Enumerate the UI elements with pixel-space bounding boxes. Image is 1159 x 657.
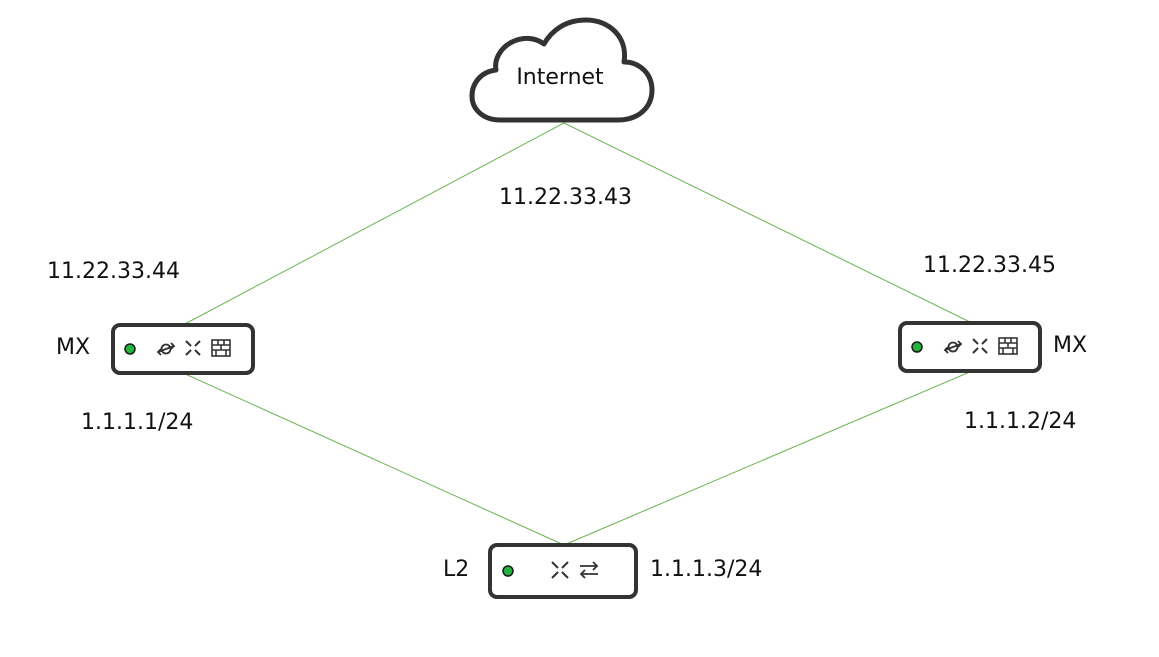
cloud-icon — [469, 17, 655, 123]
firewall-icon — [998, 337, 1018, 355]
link-mx-left-l2 — [182, 372, 565, 546]
firewall-icon — [211, 339, 231, 357]
ports-icon — [579, 561, 599, 579]
network-links — [182, 122, 973, 546]
status-led — [502, 565, 514, 577]
l2-name-label: L2 — [443, 557, 470, 582]
device-box — [898, 321, 1042, 373]
mx-right-lan-ip-label: 1.1.1.2/24 — [964, 409, 1077, 434]
internet-ip-label: 11.22.33.43 — [499, 185, 632, 210]
l2-device[interactable] — [488, 543, 638, 599]
vpn-icon — [156, 342, 176, 356]
mx-left-wan-ip-label: 11.22.33.44 — [47, 259, 180, 284]
switch-icon — [972, 338, 988, 354]
mx-right-wan-ip-label: 11.22.33.45 — [923, 253, 1056, 278]
l2-ip-label: 1.1.1.3/24 — [650, 557, 763, 582]
link-internet-mx-right — [563, 122, 973, 324]
switch-icon — [185, 340, 201, 356]
mx-left-name-label: MX — [56, 335, 91, 360]
vpn-icon — [943, 340, 963, 354]
mx-right-device[interactable] — [898, 321, 1042, 373]
status-led — [911, 341, 923, 353]
switch-icon — [551, 561, 569, 579]
mx-right-name-label: MX — [1053, 333, 1088, 358]
device-box — [111, 323, 255, 375]
internet-label: Internet — [516, 65, 604, 90]
status-led — [124, 343, 136, 355]
internet-node[interactable] — [469, 17, 655, 123]
link-internet-mx-left — [182, 122, 565, 326]
device-box — [488, 543, 638, 599]
link-mx-right-l2 — [563, 370, 973, 546]
mx-left-device[interactable] — [111, 323, 255, 375]
mx-left-lan-ip-label: 1.1.1.1/24 — [81, 410, 194, 435]
